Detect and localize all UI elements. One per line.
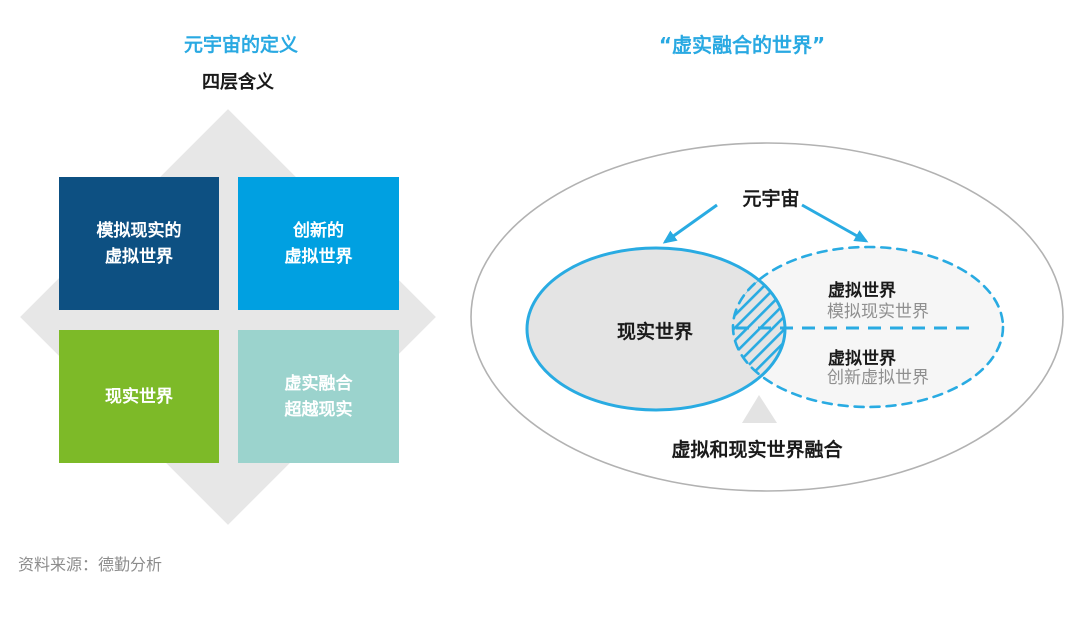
right-panel-title: “虚实融合的世界” [658, 33, 826, 57]
virtual-world-top-subtitle: 模拟现实世界 [827, 302, 929, 322]
quadrant-innovative-virtual-world: 创新的 虚拟世界 [238, 177, 399, 310]
virtual-world-ellipse-outline [731, 245, 1005, 409]
quadrant-label: 虚实融合 超越现实 [284, 373, 353, 420]
fusion-triangle-pointer [742, 395, 777, 423]
left-panel-subtitle: 四层含义 [202, 72, 274, 93]
metaverse-label: 元宇宙 [742, 188, 800, 210]
arrow-to-real-world [662, 203, 718, 244]
real-world-label: 现实世界 [616, 321, 694, 343]
quadrant-simulated-virtual-world: 模拟现实的 虚拟世界 [59, 177, 219, 310]
quadrant-label: 现实世界 [105, 386, 173, 407]
source-note: 资料来源：德勤分析 [18, 555, 163, 574]
fusion-label: 虚拟和现实世界融合 [671, 439, 843, 461]
arrow-to-virtual-world [801, 203, 869, 243]
real-world-ellipse-fill [527, 248, 785, 410]
venn-diagram [470, 142, 1064, 492]
quadrant-label: 创新的 虚拟世界 [284, 220, 353, 267]
left-panel-title: 元宇宙的定义 [183, 34, 299, 56]
quadrant-real-world: 现实世界 [59, 330, 219, 463]
virtual-world-bottom-title: 虚拟世界 [828, 349, 896, 369]
quadrant-label: 模拟现实的 虚拟世界 [96, 220, 182, 267]
quadrant-virtual-real-fusion: 虚实融合 超越现实 [238, 330, 399, 463]
virtual-world-bottom-subtitle: 创新虚拟世界 [827, 368, 929, 388]
virtual-world-top-title: 虚拟世界 [828, 281, 896, 301]
